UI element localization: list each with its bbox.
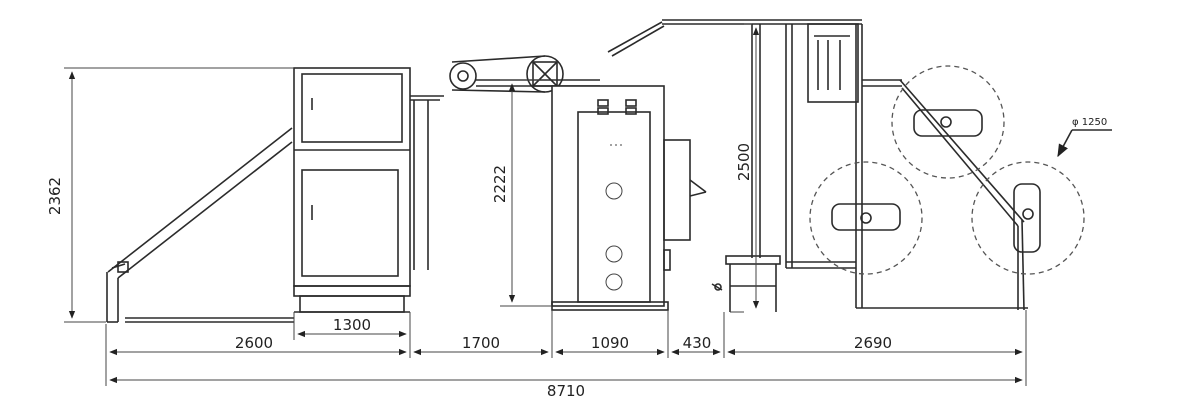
- dim-width-cabinet: 1090: [591, 334, 629, 352]
- dim-height-right: 2500: [735, 143, 753, 181]
- guide-pins: [711, 283, 723, 291]
- dim-gap-1: 1700: [462, 334, 500, 352]
- winding-rolls: [809, 65, 1112, 275]
- dim-total-height-left: 2362: [46, 177, 64, 215]
- dim-width-hopper: 1300: [333, 316, 371, 334]
- dim-gap-2: 430: [683, 334, 712, 352]
- horizontal-dimensions: [105, 310, 1027, 386]
- dim-width-feeder: 2600: [235, 334, 273, 352]
- vertical-dimensions: [64, 23, 760, 323]
- main-cabinet: [551, 85, 707, 311]
- dim-width-winder: 2690: [854, 334, 892, 352]
- hopper-tower: [293, 67, 444, 313]
- dim-height-mid: 2222: [491, 165, 509, 203]
- inclined-feeder-conveyor: [106, 127, 294, 323]
- cross-lapper-frame: [607, 19, 1028, 312]
- dim-total-length: 8710: [547, 382, 585, 400]
- roll-diameter-label: φ 1250: [1072, 117, 1107, 128]
